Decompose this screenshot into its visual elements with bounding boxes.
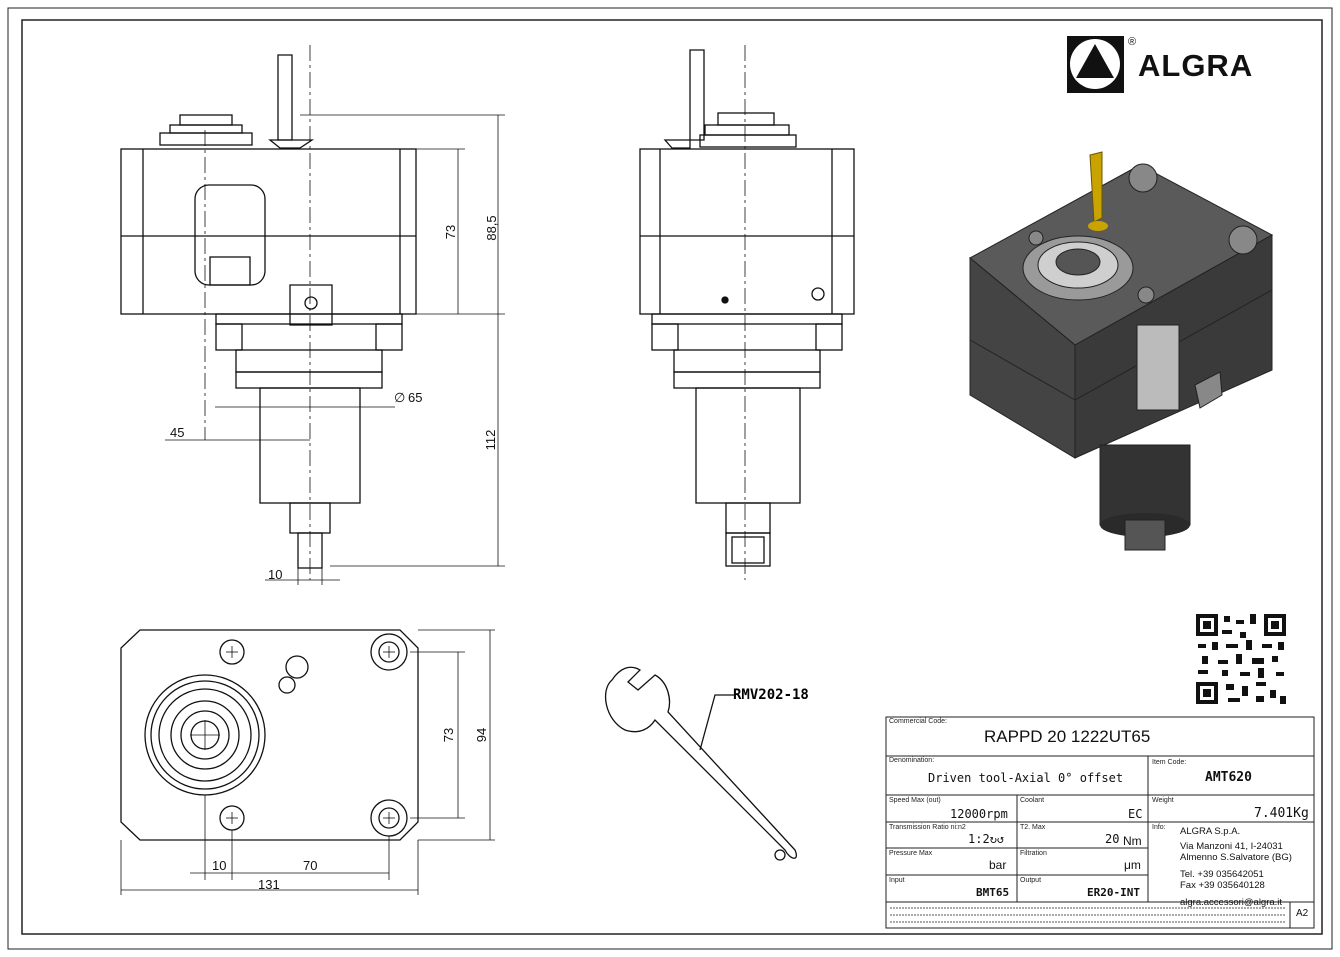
dim-94: 94 <box>474 728 489 742</box>
dim-73-front: 73 <box>443 225 458 239</box>
bottom-view <box>120 629 419 841</box>
filtration-label: Filtration <box>1020 850 1047 857</box>
ratio-label: Transmission Ratio ni:n2 <box>889 824 966 831</box>
item-code: AMT620 <box>1205 770 1252 785</box>
title-block-grid <box>885 716 1315 929</box>
speed: 12000rpm <box>950 807 1008 821</box>
weight-label: Weight <box>1152 797 1174 804</box>
phone: Tel. +39 035642051 <box>1180 869 1264 880</box>
front-dimensions <box>165 114 505 585</box>
pressure-label: Pressure Max <box>889 850 933 857</box>
weight: 7.401Kg <box>1254 806 1309 821</box>
side-view <box>639 49 855 567</box>
denomination-label: Denomination: <box>889 757 935 764</box>
coolant-label: Coolant <box>1020 797 1045 804</box>
bottom-dimensions <box>120 629 495 895</box>
qr-code <box>1196 614 1286 704</box>
legal-fineprint <box>890 907 1285 923</box>
dim-73-bottom: 73 <box>441 728 456 742</box>
commercial-code: RAPPD 20 1222UT65 <box>984 727 1151 746</box>
coolant: EC <box>1128 807 1143 821</box>
dim-10-front: 10 <box>268 567 282 582</box>
output: ER20-INT <box>1087 886 1140 899</box>
commercial-code-label: Commercial Code: <box>889 718 947 725</box>
dim-45: 45 <box>170 425 184 440</box>
ratio: 1:2↻↺ <box>968 832 1005 846</box>
dim-70: 70 <box>303 858 317 873</box>
address-line-1: Via Manzoni 41, I-24031 <box>1180 841 1283 852</box>
torque-label: T2. Max <box>1020 824 1046 831</box>
company-info: ALGRA S.p.A. Via Manzoni 41, I-24031 Alm… <box>1180 826 1292 908</box>
torque-unit: Nm <box>1123 834 1142 848</box>
wrench-drawing <box>604 666 797 861</box>
dim-112: 112 <box>483 430 498 451</box>
fax: Fax +39 035640128 <box>1180 880 1265 891</box>
company-name: ALGRA S.p.A. <box>1180 826 1241 837</box>
torque: 20 <box>1105 832 1120 846</box>
wrench-label: RMV202-18 <box>733 687 809 703</box>
registered-mark: ® <box>1128 36 1137 48</box>
email-link[interactable]: algra.accessori@algra.it <box>1180 897 1283 908</box>
dim-diameter-65: 65 <box>408 390 422 405</box>
input: BMT65 <box>976 886 1010 899</box>
front-view <box>120 54 417 569</box>
pressure: bar <box>989 858 1007 872</box>
sheet-size: A2 <box>1296 908 1309 919</box>
brand-name: ALGRA <box>1138 48 1254 83</box>
brand-logo <box>1067 36 1124 93</box>
dim-88-5: 88,5 <box>484 215 499 240</box>
item-code-label: Item Code: <box>1152 759 1187 766</box>
dim-10-bottom: 10 <box>212 858 226 873</box>
address-line-2: Almenno S.Salvatore (BG) <box>1180 852 1292 863</box>
info-label: Info: <box>1152 824 1166 831</box>
diameter-symbol: ∅ <box>394 390 405 405</box>
output-label: Output <box>1020 877 1042 884</box>
denomination: Driven tool-Axial 0° offset <box>928 771 1124 785</box>
dim-131: 131 <box>258 877 280 892</box>
input-label: Input <box>889 877 905 884</box>
speed-label: Speed Max (out) <box>889 797 941 804</box>
filtration: μm <box>1124 858 1141 872</box>
isometric-render <box>969 151 1274 551</box>
